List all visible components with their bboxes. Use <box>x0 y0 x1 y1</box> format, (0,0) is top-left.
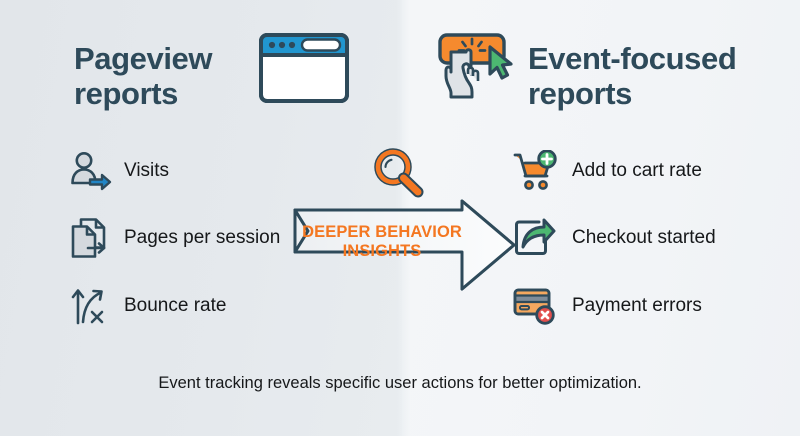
metric-label: Checkout started <box>572 227 716 248</box>
metric-label: Visits <box>124 160 170 181</box>
visitor-person-arrow-icon <box>68 148 114 194</box>
metric-label: Pages per session <box>124 227 281 248</box>
deeper-behavior-insights-arrow: DEEPER BEHAVIOR INSIGHTS <box>292 198 518 292</box>
browser-window-icon <box>258 32 350 109</box>
magnifying-glass-icon <box>370 146 428 205</box>
share-arrow-out-icon <box>512 215 558 261</box>
metric-row: Visits <box>68 148 169 194</box>
metric-row: Checkout started <box>512 215 716 261</box>
documents-arrow-icon <box>68 215 114 261</box>
metric-label: Bounce rate <box>124 295 227 316</box>
click-button-hand-cursor-icon <box>437 30 523 117</box>
credit-card-error-icon <box>512 283 558 329</box>
metric-label: Payment errors <box>572 295 702 316</box>
metric-row: Bounce rate <box>68 283 226 329</box>
metric-row: Add to cart rate <box>512 148 702 194</box>
metric-label: Add to cart rate <box>572 160 702 181</box>
right-panel-heading: Event-focused reports <box>528 41 737 111</box>
footer-caption: Event tracking reveals specific user act… <box>158 374 642 392</box>
left-panel-heading: Pageview reports <box>74 41 213 111</box>
metric-row: Payment errors <box>512 283 702 329</box>
metric-row: Pages per session <box>68 215 280 261</box>
bounce-arrow-x-icon <box>68 283 114 329</box>
shopping-cart-plus-icon <box>512 148 558 194</box>
